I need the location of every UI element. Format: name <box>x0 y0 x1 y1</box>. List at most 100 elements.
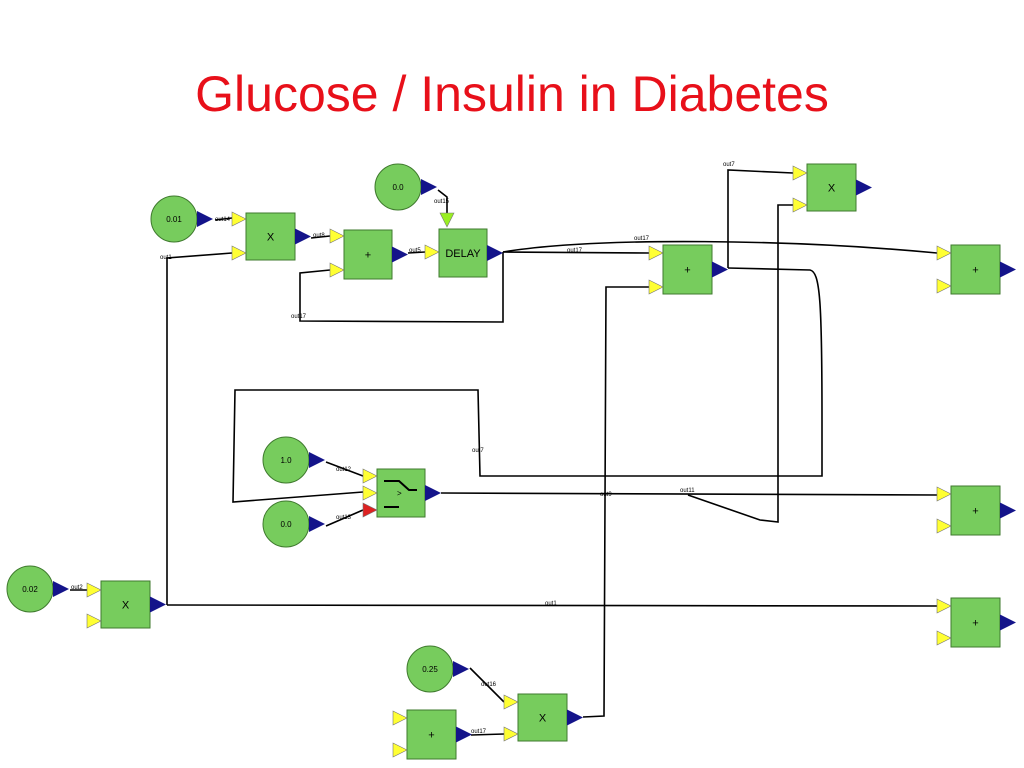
wire-label: out1 <box>545 601 557 607</box>
output-port <box>197 211 213 227</box>
output-port <box>421 179 437 195</box>
wire-c001-to-mul-top <box>214 217 233 221</box>
wire-label: out17 <box>291 314 307 320</box>
wire-c00-to-switch-red <box>325 509 364 527</box>
output-port <box>567 709 583 726</box>
wire-label: out11 <box>680 488 695 494</box>
sum-block-top-body <box>343 229 393 280</box>
input-port <box>362 468 378 484</box>
wire-label: out15 <box>434 199 450 205</box>
sum-block-bottom-label: + <box>428 730 434 742</box>
wire-label: out17 <box>471 729 487 735</box>
input-port <box>648 279 664 295</box>
input-port <box>329 228 345 244</box>
wire-sum-bottom-to-mul-bottom <box>470 733 505 736</box>
wire-mul-top-to-sum-top <box>310 235 331 239</box>
wire-label: out17 <box>634 236 650 242</box>
wire-label: out2 <box>71 585 83 591</box>
trigger-port <box>439 212 455 228</box>
switch-block-body <box>376 468 426 518</box>
output-port <box>856 179 872 196</box>
wire-label: out7 <box>472 448 484 454</box>
input-port <box>936 598 952 614</box>
input-port <box>86 582 102 598</box>
input-port <box>936 278 952 294</box>
wire-mul-left-to-sum-out3 <box>166 604 938 607</box>
input-port <box>503 726 519 742</box>
output-port <box>295 228 311 245</box>
wire-label: out12 <box>336 467 352 473</box>
output-port <box>53 581 69 597</box>
multiply-block-right-body <box>806 163 857 212</box>
nodes: 0.010.01.00.00.020.25X+DELAY+X+>+X+X+ <box>6 163 1016 760</box>
sum-block-output-3-body <box>950 597 1001 648</box>
multiply-block-right-label: X <box>828 183 836 195</box>
constant-0-25-value: 0.25 <box>422 665 438 674</box>
constant-0-02-value: 0.02 <box>22 585 38 594</box>
multiply-block-left: X <box>86 580 166 629</box>
sum-block-output-2-body <box>950 485 1001 536</box>
sum-block-output-2: + <box>936 485 1016 536</box>
output-port <box>1000 502 1016 519</box>
output-port <box>456 726 472 743</box>
red-input-port <box>362 502 378 518</box>
switch-icon <box>384 480 417 508</box>
multiply-block-left-body <box>100 580 151 629</box>
constant-0-0-top-value: 0.0 <box>392 183 404 192</box>
wire-label: out8 <box>313 233 325 239</box>
constant-0-01: 0.01 <box>150 195 213 243</box>
wire-sum-top-to-delay <box>407 251 426 254</box>
output-port <box>1000 614 1016 631</box>
wire-labels: out14out1out8out5out15out17out17out17out… <box>71 162 735 735</box>
input-port <box>792 165 808 181</box>
wire-sum-mid-loop <box>232 267 823 503</box>
wire-c10-to-switch <box>325 461 364 477</box>
switch-block: > <box>362 468 441 518</box>
sum-block-bottom: + <box>392 709 472 760</box>
wire-label: out5 <box>409 248 421 254</box>
multiply-block-top-label: X <box>267 232 275 244</box>
wire-out11-to-mul-right <box>687 204 793 523</box>
output-port <box>309 452 325 468</box>
output-port <box>487 245 503 261</box>
input-port <box>392 742 408 758</box>
sum-block-output-1-body <box>950 244 1001 295</box>
input-port <box>648 245 664 261</box>
constant-0-02: 0.02 <box>6 565 69 613</box>
input-port <box>392 710 408 726</box>
sum-block-output-3: + <box>936 597 1016 648</box>
wire-label: out13 <box>336 515 352 521</box>
sum-block-output-2-label: + <box>972 506 978 518</box>
constant-1-0-value: 1.0 <box>280 456 292 465</box>
wire-sum-mid-to-mul-right <box>727 169 794 268</box>
output-port <box>425 485 441 501</box>
output-port <box>309 516 325 532</box>
output-port <box>392 246 408 263</box>
sum-block-output-1: + <box>936 244 1016 295</box>
delay-block: DELAY <box>424 212 503 278</box>
sum-block-top-label: + <box>365 250 371 262</box>
wire-switch-to-sum-out2 <box>440 492 938 496</box>
input-port <box>936 630 952 646</box>
output-port <box>1000 261 1016 278</box>
wires <box>70 169 938 736</box>
input-port <box>503 694 519 710</box>
input-port <box>86 613 102 629</box>
delay-block-label: DELAY <box>445 248 481 260</box>
wire-delay-feedback <box>299 252 504 323</box>
input-port <box>231 245 247 261</box>
constant-0-01-value: 0.01 <box>166 215 182 224</box>
multiply-block-left-label: X <box>122 600 130 612</box>
input-port <box>424 244 440 260</box>
input-port <box>936 486 952 502</box>
input-port <box>936 245 952 261</box>
constant-0-0-mid: 0.0 <box>262 500 325 548</box>
input-port <box>329 262 345 278</box>
wire-label: out16 <box>481 682 497 688</box>
multiply-block-bottom-body <box>517 693 568 742</box>
wire-label: out9 <box>600 492 612 498</box>
sum-block-top: + <box>329 228 408 280</box>
constant-0-0-mid-value: 0.0 <box>280 520 292 529</box>
output-port <box>150 596 166 613</box>
